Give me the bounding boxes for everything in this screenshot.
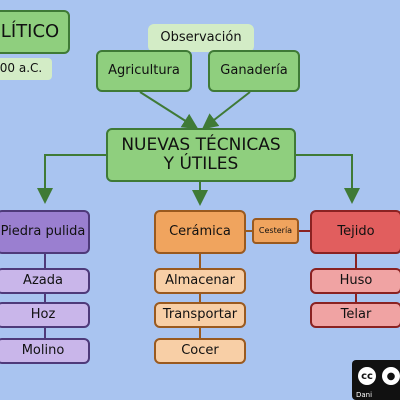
title-text: LÍTICO	[0, 21, 60, 43]
huso-label: Huso	[339, 272, 373, 288]
agricultura-box: Agricultura	[96, 50, 192, 92]
observacion-label: Observación	[160, 29, 242, 45]
list-item: Huso	[310, 268, 400, 294]
list-item: Cocer	[154, 338, 246, 364]
license-badge[interactable]: cc ● Dani	[352, 360, 400, 400]
arrow-agricultura-center	[139, 91, 199, 130]
title-box: LÍTICO	[0, 10, 70, 54]
piedra-pulida-label: Piedra pulida	[0, 223, 86, 239]
ganaderia-label: Ganadería	[220, 62, 288, 78]
ceramica-label: Cerámica	[169, 223, 231, 239]
list-item: Azada	[0, 268, 90, 294]
list-item: Almacenar	[154, 268, 246, 294]
attribution-icon: ●	[380, 365, 400, 387]
transportar-label: Transportar	[162, 306, 238, 322]
molino-label: Molino	[21, 342, 65, 358]
center-label: NUEVAS TÉCNICAS Y ÚTILES	[121, 135, 281, 174]
date-text: 00 a.C.	[0, 61, 43, 76]
list-item: Molino	[0, 338, 90, 364]
tejido-box: Tejido	[310, 210, 400, 254]
azada-label: Azada	[23, 272, 63, 288]
agricultura-label: Agricultura	[108, 62, 180, 78]
hoz-label: Hoz	[30, 306, 56, 322]
arrow-ganaderia-center	[201, 91, 251, 130]
list-item: Hoz	[0, 302, 90, 328]
cesteria-label: Cestería	[258, 225, 293, 235]
cocer-label: Cocer	[181, 342, 219, 358]
ceramica-box: Cerámica	[154, 210, 246, 254]
arrow-center-tejido	[293, 154, 360, 204]
piedra-pulida-box: Piedra pulida	[0, 210, 90, 254]
cesteria-box: Cestería	[252, 218, 299, 244]
date-box: 00 a.C.	[0, 58, 52, 80]
tejido-label: Tejido	[337, 223, 375, 239]
almacenar-label: Almacenar	[165, 272, 235, 288]
list-item: Telar	[310, 302, 400, 328]
list-item: Transportar	[154, 302, 246, 328]
cc-icon: cc	[356, 365, 378, 387]
arrow-center-piedra	[37, 154, 108, 204]
telar-label: Telar	[340, 306, 372, 322]
observacion-box: Observación	[148, 24, 254, 52]
license-author: Dani	[356, 391, 373, 399]
center-box: NUEVAS TÉCNICAS Y ÚTILES	[106, 128, 296, 182]
ganaderia-box: Ganadería	[208, 50, 300, 92]
